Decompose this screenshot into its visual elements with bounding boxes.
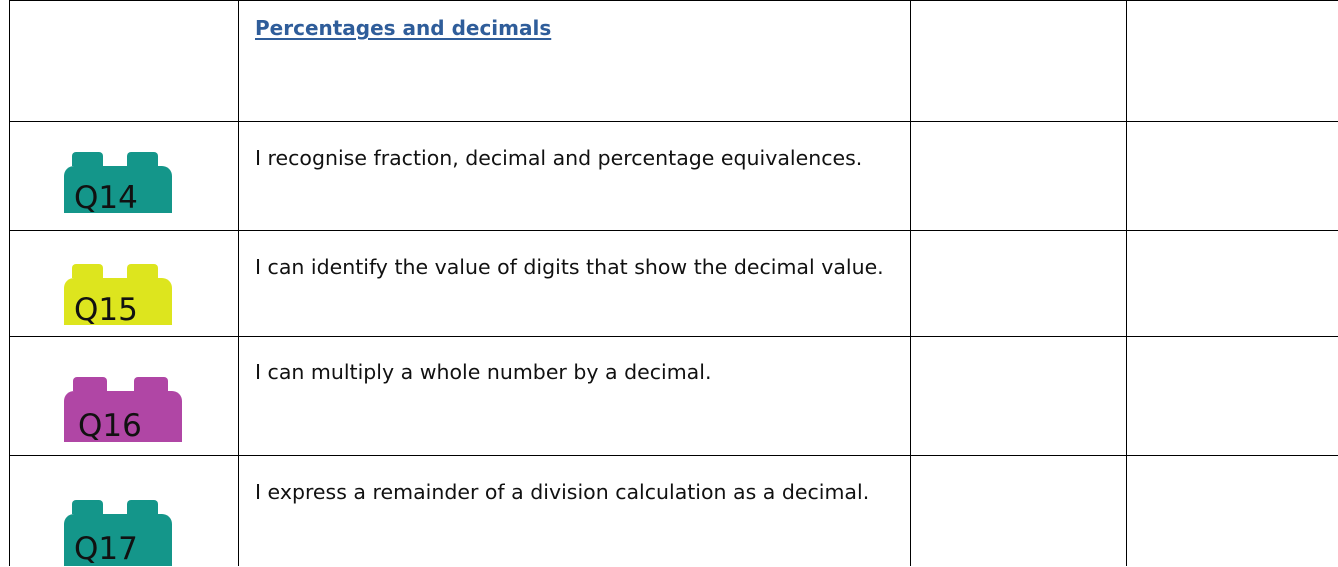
- row-border: [9, 336, 1338, 337]
- brick-body: [64, 278, 172, 325]
- section-title: Percentages and decimals: [255, 16, 552, 40]
- statement-text: I recognise fraction, decimal and percen…: [255, 146, 863, 170]
- column-border: [238, 0, 239, 566]
- column-border: [1126, 0, 1127, 566]
- brick-stud: [73, 377, 107, 391]
- row-border: [9, 455, 1338, 456]
- statement-text: I express a remainder of a division calc…: [255, 480, 870, 504]
- brick-stud: [134, 377, 168, 391]
- column-border: [910, 0, 911, 566]
- brick-body: [64, 514, 172, 566]
- brick-stud: [127, 152, 158, 166]
- question-badge: Q15: [64, 264, 172, 328]
- question-number: Q14: [74, 180, 138, 216]
- brick-body: [64, 166, 172, 213]
- question-number: Q16: [78, 408, 142, 444]
- brick-stud: [127, 264, 158, 278]
- question-number: Q15: [74, 292, 138, 328]
- question-badge: Q17: [64, 500, 172, 567]
- brick-stud: [72, 152, 103, 166]
- row-border: [9, 121, 1338, 122]
- brick-stud: [72, 500, 103, 514]
- brick-stud: [72, 264, 103, 278]
- question-number: Q17: [74, 531, 138, 567]
- question-badge: Q16: [64, 377, 182, 444]
- statement-text: I can identify the value of digits that …: [255, 255, 884, 279]
- row-border: [9, 230, 1338, 231]
- column-border: [9, 0, 10, 566]
- question-badge: Q14: [64, 152, 172, 216]
- row-border: [9, 0, 1338, 1]
- brick-stud: [127, 500, 158, 514]
- statement-text: I can multiply a whole number by a decim…: [255, 360, 712, 384]
- brick-body: [64, 391, 182, 442]
